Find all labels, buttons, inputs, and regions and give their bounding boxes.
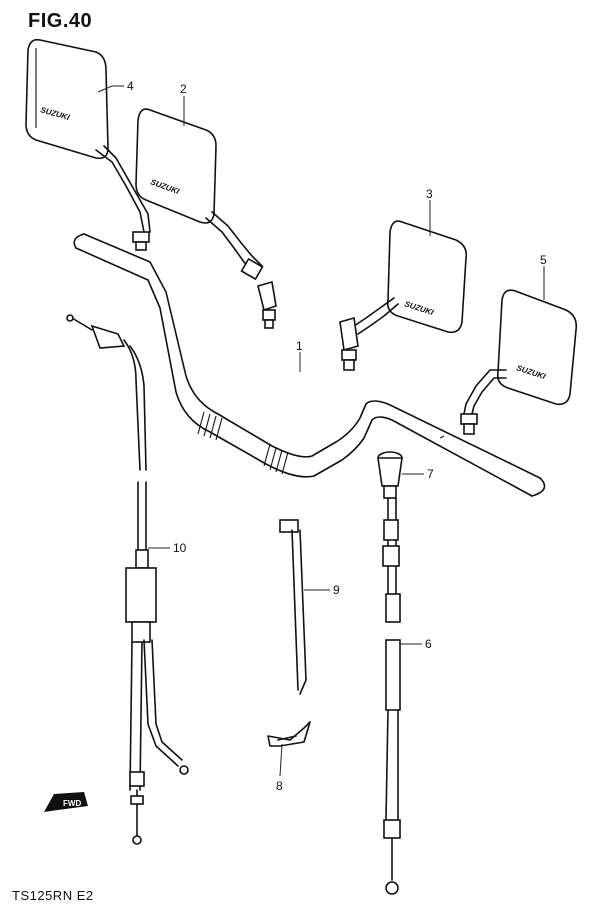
mirror-5: SUZUKI <box>460 289 578 435</box>
callout-6: 6 <box>425 637 432 651</box>
callout-4: 4 <box>127 79 134 93</box>
callout-5: 5 <box>540 253 547 267</box>
fwd-arrow-icon: FWD <box>44 792 88 812</box>
callout-3: 3 <box>426 187 433 201</box>
callout-2: 2 <box>180 82 187 96</box>
figure-title: FIG.40 <box>28 10 93 32</box>
callout-1: 1 <box>296 339 303 353</box>
mirror-2: SUZUKI <box>135 108 277 329</box>
callout-7: 7 <box>427 467 434 481</box>
callout-8: 8 <box>276 779 283 793</box>
callout-10: 10 <box>173 541 187 555</box>
mirror-4: SUZUKI <box>25 38 151 251</box>
callout-9: 9 <box>333 583 340 597</box>
handlebar-1 <box>73 233 546 497</box>
grip-7 <box>377 451 403 499</box>
strap-9 <box>279 519 307 695</box>
callouts: 4 2 3 5 1 7 10 9 6 8 <box>127 79 547 793</box>
clutch-cable-6 <box>382 497 401 895</box>
leader-lines <box>97 85 545 777</box>
mirror-3: SUZUKI <box>339 220 468 371</box>
fwd-label: FWD <box>63 799 81 808</box>
clamp-8 <box>267 721 311 747</box>
throttle-cable-10 <box>66 314 189 845</box>
model-code: TS125RN E2 <box>12 888 94 903</box>
